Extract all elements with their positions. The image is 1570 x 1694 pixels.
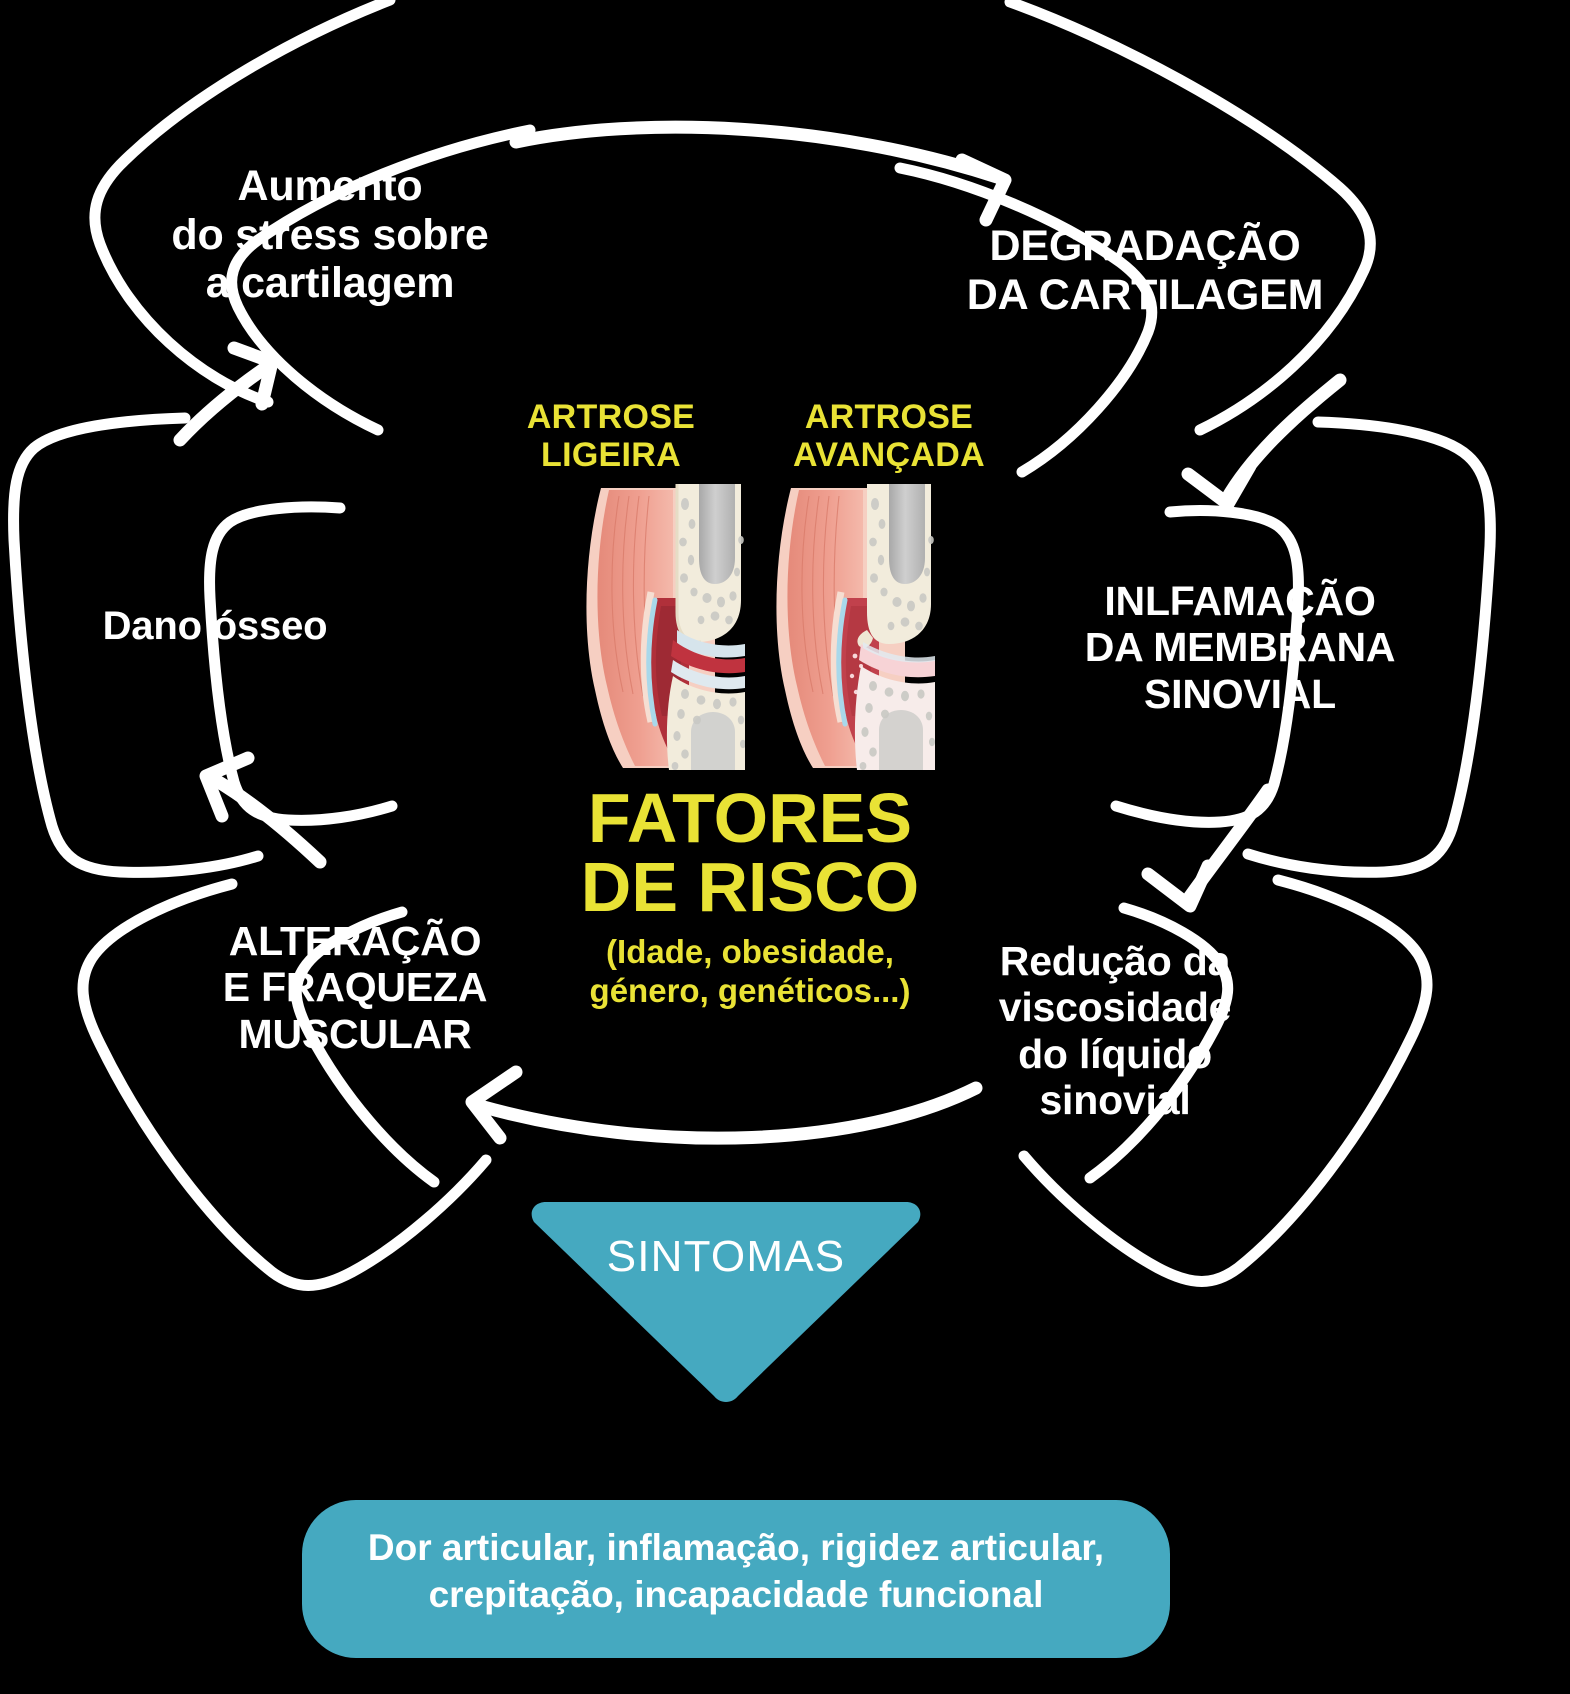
center-subtitle-line2: género, genéticos...) bbox=[589, 972, 911, 1010]
knee-caption-mild: ARTROSE LIGEIRA bbox=[486, 398, 736, 474]
symptoms-pill bbox=[302, 1500, 1170, 1658]
arrow-osseo-to-stress bbox=[173, 341, 279, 447]
knee-illustrations bbox=[430, 480, 1070, 771]
knee-captions: ARTROSE LIGEIRA ARTROSE AVANÇADA bbox=[430, 398, 1070, 474]
petal-stress bbox=[89, 0, 396, 408]
symptoms-line2: crepitação, incapacidade funcional bbox=[428, 1574, 1044, 1616]
petal-inflamacao-inner bbox=[1110, 505, 1304, 828]
node-viscosidade-line4: sinovial bbox=[1039, 1076, 1191, 1123]
petal-degradacao bbox=[1004, 0, 1376, 436]
center-subtitle: (Idade, obesidade, género, genéticos...) bbox=[430, 933, 1070, 1011]
node-label-viscosidade[interactable]: Redução da viscosidade do líquido sinovi… bbox=[950, 938, 1280, 1123]
symptoms-banner-shape[interactable] bbox=[528, 1202, 924, 1404]
node-stress-line2: do stress sobre bbox=[171, 210, 489, 259]
petal-osseo bbox=[8, 412, 264, 878]
knee-illustration-advanced bbox=[776, 484, 935, 771]
node-muscular-line1: ALTERAÇÃO bbox=[228, 918, 482, 964]
center-title-line2: DE RISCO bbox=[580, 847, 920, 926]
node-stress-line3: a cartilagem bbox=[205, 259, 455, 308]
petal-muscular-inner bbox=[290, 906, 440, 1188]
node-viscosidade-line2: viscosidade bbox=[998, 984, 1232, 1031]
node-label-degradacao[interactable]: DEGRADAÇÃO DA CARTILAGEM bbox=[930, 222, 1360, 319]
node-inflamacao-line2: DA MEMBRANA bbox=[1084, 624, 1396, 671]
arrow-inflamacao-to-viscosidade bbox=[1141, 783, 1275, 913]
symptoms-banner-label: SINTOMAS bbox=[606, 1232, 846, 1281]
symptoms-list-text: Dor articular, inflamação, rigidez artic… bbox=[302, 1524, 1170, 1619]
petal-muscular bbox=[77, 878, 492, 1291]
arrow-degradacao-to-inflamacao bbox=[1181, 373, 1347, 511]
knee-caption-mild-line2: LIGEIRA bbox=[541, 436, 681, 475]
petal-viscosidade bbox=[1018, 874, 1433, 1287]
petal-inflamacao bbox=[1242, 416, 1496, 878]
node-label-stress[interactable]: Aumento do stress sobre a cartilagem bbox=[120, 162, 540, 308]
center-subtitle-line1: (Idade, obesidade, bbox=[606, 933, 894, 971]
node-inflamacao-line1: INLFAMAÇÃO bbox=[1104, 578, 1376, 624]
center-title-line1: FATORES bbox=[587, 779, 913, 858]
center-title: FATORES DE RISCO bbox=[430, 783, 1070, 922]
node-stress-line1: Aumento bbox=[237, 162, 423, 210]
node-viscosidade-line3: do líquido bbox=[1018, 1030, 1212, 1077]
node-osseo-line1: Dano ósseo bbox=[102, 604, 328, 648]
arrow-viscosidade-to-muscular bbox=[465, 1065, 983, 1145]
node-degradacao-line1: DEGRADAÇÃO bbox=[989, 222, 1301, 270]
node-inflamacao-line3: SINOVIAL bbox=[1143, 670, 1337, 717]
node-label-inflamacao[interactable]: INLFAMAÇÃO DA MEMBRANA SINOVIAL bbox=[1040, 578, 1440, 717]
center-content: ARTROSE LIGEIRA ARTROSE AVANÇADA bbox=[430, 398, 1070, 1011]
knee-caption-advanced-line1: ARTROSE bbox=[804, 398, 974, 436]
petal-osseo-inner bbox=[204, 501, 398, 826]
knee-caption-mild-line1: ARTROSE bbox=[526, 398, 696, 436]
node-muscular-line3: MUSCULAR bbox=[238, 1010, 472, 1057]
node-label-osseo[interactable]: Dano ósseo bbox=[55, 604, 375, 649]
arrow-stress-to-degradacao bbox=[509, 120, 1012, 227]
node-muscular-line2: E FRAQUEZA bbox=[222, 964, 488, 1011]
arrow-muscular-to-osseo bbox=[199, 751, 327, 869]
node-label-muscular[interactable]: ALTERAÇÃO E FRAQUEZA MUSCULAR bbox=[180, 918, 530, 1057]
knee-illustration-mild bbox=[586, 484, 745, 771]
node-degradacao-line2: DA CARTILAGEM bbox=[966, 270, 1324, 319]
petal-stress-inner bbox=[226, 124, 536, 436]
knee-caption-advanced-line2: AVANÇADA bbox=[793, 436, 985, 475]
symptoms-line1: Dor articular, inflamação, rigidez artic… bbox=[367, 1527, 1105, 1568]
knee-caption-advanced: ARTROSE AVANÇADA bbox=[764, 398, 1014, 474]
node-viscosidade-line1: Redução da bbox=[999, 938, 1231, 984]
petal-viscosidade-inner bbox=[1084, 902, 1234, 1184]
